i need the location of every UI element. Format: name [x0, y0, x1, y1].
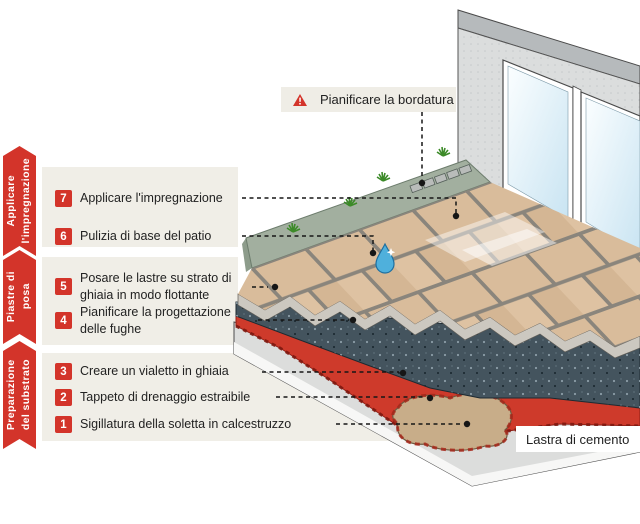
ribbon-label: l'impregnazione	[20, 158, 33, 244]
warning-triangle-icon	[293, 93, 307, 106]
ribbon-label: Applicare	[5, 175, 18, 227]
step-line: Sigillatura della soletta in calcestruzz…	[80, 417, 292, 431]
panel-impregnation-steps	[42, 167, 238, 247]
slab-text: Lastra di cemento	[526, 431, 630, 447]
water-drop-icon	[375, 242, 396, 274]
window-glass-right	[585, 97, 640, 256]
step-label-2: Tappeto di drenaggio estraibile	[80, 389, 250, 406]
step-line: Tappeto di drenaggio estraibile	[80, 390, 251, 404]
phase-ribbon-impregnation: Applicare l'impregnazione	[3, 146, 36, 256]
step-line: Posare le lastre su strato di	[80, 271, 232, 285]
ribbon-label: Preparazione	[5, 359, 18, 431]
step-line: Creare un vialetto in ghiaia	[80, 364, 229, 378]
tile-sheen	[462, 229, 557, 266]
step-line: delle fughe	[80, 322, 142, 336]
leader-step6	[242, 235, 374, 250]
warning-callout: Pianificare la bordatura	[281, 87, 456, 112]
warning-text: Pianificare la bordatura	[320, 92, 454, 107]
slab-callout: Lastra di cemento	[516, 426, 640, 452]
ribbon-label: del substrato	[20, 359, 33, 431]
concrete-slab-bottom-band	[234, 342, 640, 486]
step-number-1: 1	[55, 416, 72, 433]
step-line: Pianificare la progettazione	[80, 305, 231, 319]
step-line: Pulizia di base del patio	[80, 229, 212, 243]
step-label-4: Pianificare la progettazione delle fughe	[80, 304, 231, 338]
step-label-5: Posare le lastre su strato di ghiaia in m…	[80, 270, 231, 304]
step-number-7: 7	[55, 190, 72, 207]
step-number-5: 5	[55, 278, 72, 295]
gravel-speckles	[236, 302, 640, 408]
step-number-6: 6	[55, 228, 72, 245]
step-label-1: Sigillatura della soletta in calcestruzz…	[80, 416, 291, 433]
roof-edge	[457, 9, 640, 85]
step-number-4: 4	[55, 312, 72, 329]
leader-lines	[242, 112, 463, 425]
tile-sheen	[425, 212, 545, 262]
patio-tiles	[238, 182, 640, 347]
phase-ribbon-laying: Piastre di posa	[3, 250, 36, 344]
panel-laying-steps	[42, 257, 238, 345]
ribbon-label: Piastre di	[5, 271, 18, 323]
step-number-3: 3	[55, 363, 72, 380]
step-label-3: Creare un vialetto in ghiaia	[80, 363, 229, 380]
step-label-6: Pulizia di base del patio	[80, 228, 211, 245]
leader-step7	[242, 197, 457, 213]
step-line: Applicare l'impregnazione	[80, 191, 223, 205]
step-line: ghiaia in modo flottante	[80, 288, 210, 302]
window-mullion	[572, 85, 582, 231]
phase-ribbon-substrate: Preparazione del substrato	[3, 341, 36, 449]
sand-opening-mat-edge	[391, 392, 513, 452]
step-label-7: Applicare l'impregnazione	[80, 190, 223, 207]
green-border-side	[242, 238, 252, 272]
ribbon-label: posa	[20, 283, 33, 311]
leader-dots	[271, 179, 471, 428]
step-number-2: 2	[55, 389, 72, 406]
